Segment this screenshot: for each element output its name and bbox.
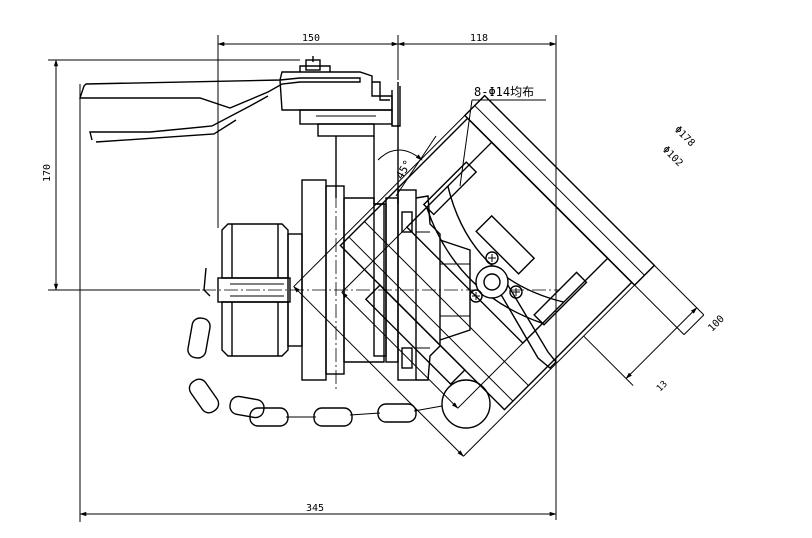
dust-cap [441,379,491,429]
dimension-lines [48,35,557,522]
dim-label-outer-diameter: Φ178 [672,124,697,149]
bolt-note: 8-Φ14均布 [474,85,534,99]
angle-marker [377,135,437,197]
dim-label-150: 150 [302,33,320,44]
angled-outlet [293,94,705,457]
bolt-note-leader [459,99,546,187]
dim-label-inner-diameter: Φ102 [660,144,685,169]
chain-and-cap [187,267,491,429]
valve-handle [79,56,401,204]
dim-label-118: 118 [470,33,488,44]
valve-stem [335,136,375,204]
dim-label-170: 170 [42,164,53,182]
dim-label-345: 345 [306,503,324,514]
lock-lever [469,251,557,369]
dim-label-100: 100 [706,314,727,335]
dim-label-13: 13 [655,379,670,394]
